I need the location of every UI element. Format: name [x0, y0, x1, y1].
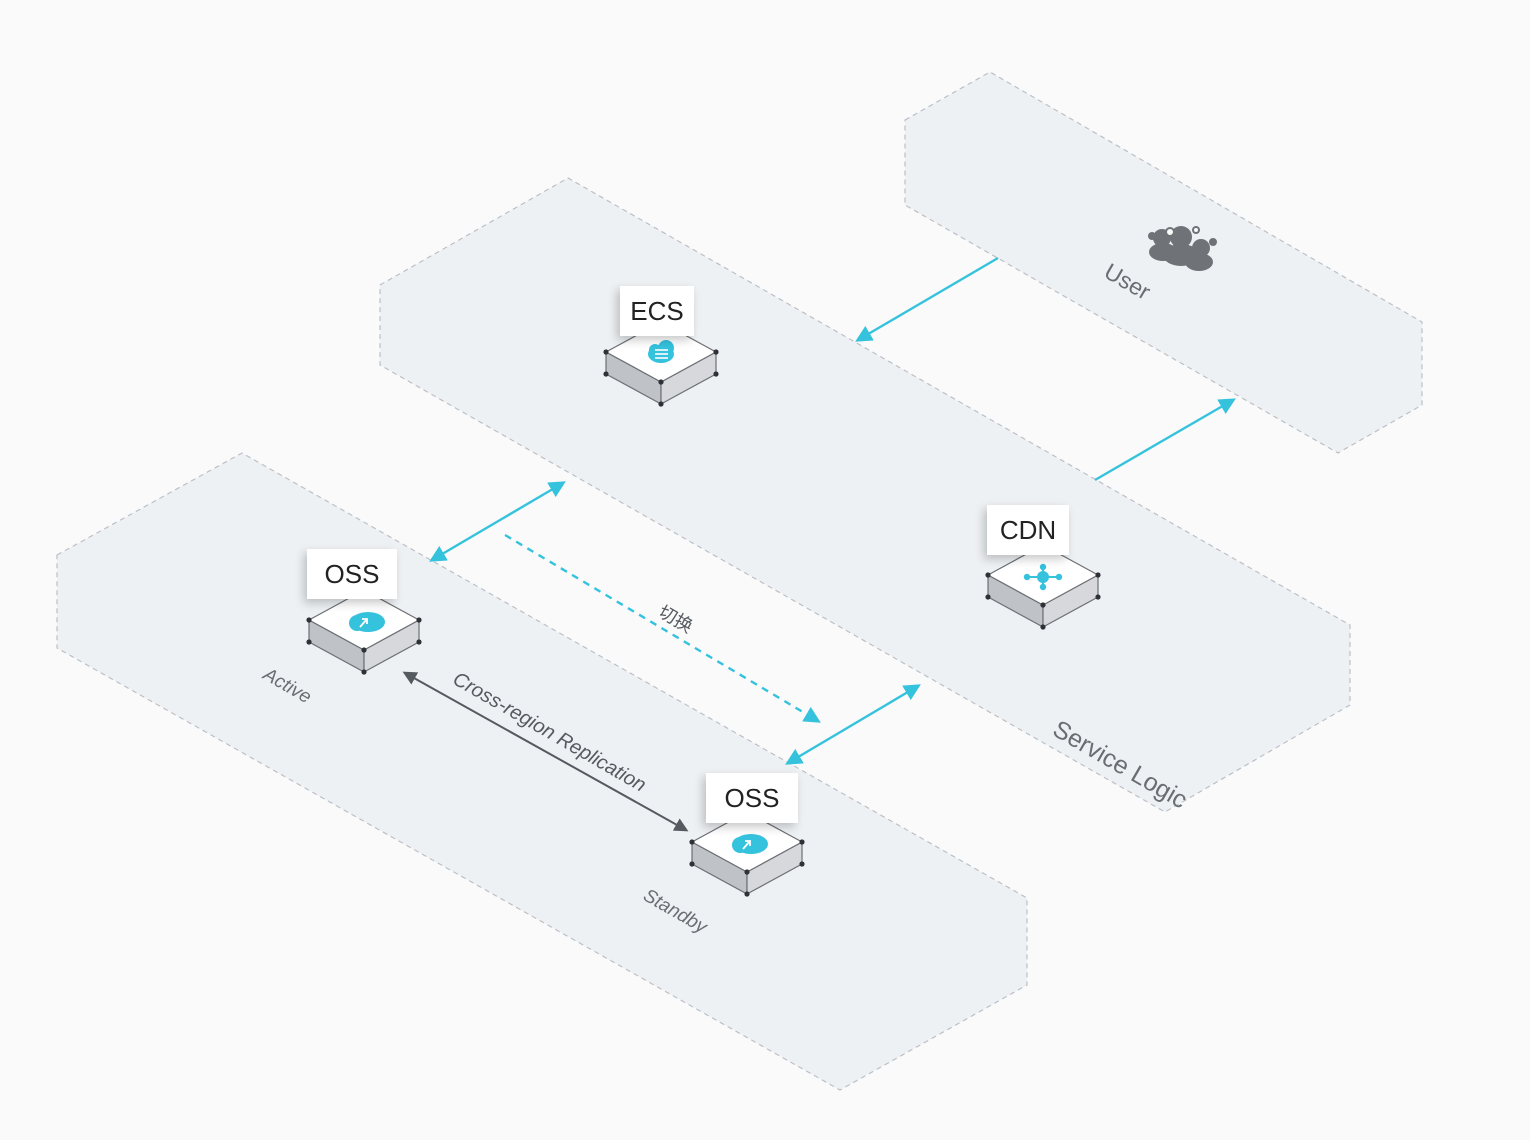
switchover-dashed-arrow [504, 533, 821, 723]
device-corner-dot [1040, 624, 1046, 630]
device-corner-dot [361, 647, 367, 653]
device-corner-dot [361, 669, 367, 675]
cdn-device[interactable] [985, 544, 1101, 630]
oss-active-device[interactable] [306, 589, 422, 675]
device-corner-dot [985, 594, 991, 600]
device-corner-dot [1095, 594, 1101, 600]
device-corner-dot [603, 371, 609, 377]
ecs-cloud-server-icon [648, 340, 674, 363]
cross-region-replication-arrow [402, 671, 689, 832]
oss-storage-icon [732, 834, 768, 854]
device-corner-dot [1095, 572, 1101, 578]
oss-standby-service-arrow [785, 684, 921, 765]
device-corner-dot [689, 861, 695, 867]
oss-storage-icon [349, 612, 385, 632]
device-corner-dot [985, 572, 991, 578]
device-corner-dot [713, 349, 719, 355]
device-corner-dot [689, 839, 695, 845]
device-corner-dot [1040, 602, 1046, 608]
service-logic-platform [379, 177, 1351, 813]
users-group-icon [1148, 226, 1217, 271]
oss-standby-label: OSS [706, 773, 798, 823]
user-zone-platform [904, 71, 1423, 454]
device-corner-dot [658, 379, 664, 385]
user-to-ecs-arrow [855, 256, 999, 342]
device-corner-dot [799, 861, 805, 867]
oss-active-service-arrow [429, 481, 566, 562]
device-corner-dot [306, 617, 312, 623]
device-corner-dot [658, 401, 664, 407]
device-corner-dot [416, 639, 422, 645]
device-corner-dot [799, 839, 805, 845]
device-corner-dot [744, 869, 750, 875]
device-corner-dot [713, 371, 719, 377]
device-corner-dot [306, 639, 312, 645]
device-corner-dot [744, 891, 750, 897]
ecs-device[interactable] [603, 321, 719, 407]
oss-active-label: OSS [307, 549, 397, 599]
cdn-label: CDN [987, 505, 1069, 555]
ecs-label: ECS [620, 286, 694, 336]
cdn-network-icon [1023, 563, 1063, 591]
device-corner-dot [416, 617, 422, 623]
device-corner-dot [603, 349, 609, 355]
oss-standby-device[interactable] [689, 811, 805, 897]
cdn-to-user-arrow [1094, 398, 1236, 482]
